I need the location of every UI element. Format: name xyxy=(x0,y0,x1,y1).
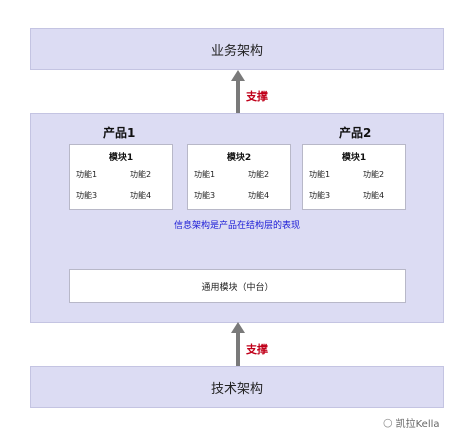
arrow-head xyxy=(231,70,245,81)
function-label: 功能1 xyxy=(194,170,216,179)
support-arrow-up-top xyxy=(231,70,245,113)
function-label: 功能4 xyxy=(130,191,152,200)
support-label-top: 支撑 xyxy=(246,90,268,103)
function-label: 功能3 xyxy=(309,191,331,200)
watermark-text: 凯拉Kella xyxy=(395,419,440,430)
function-label: 功能2 xyxy=(248,170,270,179)
function-label: 功能1 xyxy=(76,170,98,179)
module-title: 模块1 xyxy=(341,153,367,163)
support-label-bottom: 支撑 xyxy=(246,343,268,356)
watermark: ○ 凯拉Kella xyxy=(383,415,440,430)
info-architecture-caption: 信息架构是产品在结构层的表现 xyxy=(173,221,300,231)
module-box: 模块1 功能1 功能2 功能3 功能4 xyxy=(302,144,406,210)
module-title: 模块2 xyxy=(226,153,252,163)
product-1-title: 产品1 xyxy=(103,126,136,140)
support-arrow-up-bottom xyxy=(231,322,245,366)
arrow-head xyxy=(231,322,245,333)
arrow-shaft xyxy=(236,333,240,366)
function-label: 功能1 xyxy=(309,170,331,179)
function-label: 功能3 xyxy=(194,191,216,200)
function-label: 功能4 xyxy=(248,191,270,200)
tech-architecture-label: 技术架构 xyxy=(210,381,263,397)
product-2-title: 产品2 xyxy=(339,126,372,140)
tech-architecture-box: 技术架构 xyxy=(30,366,444,408)
common-module-label: 通用模块（中台） xyxy=(201,282,274,293)
function-label: 功能4 xyxy=(363,191,385,200)
common-module-box: 通用模块（中台） xyxy=(69,269,406,303)
module-title: 模块1 xyxy=(108,153,134,163)
function-label: 功能2 xyxy=(130,170,152,179)
module-box: 模块1 功能1 功能2 功能3 功能4 xyxy=(69,144,173,210)
function-label: 功能3 xyxy=(76,191,98,200)
wechat-icon: ○ xyxy=(383,416,393,429)
function-label: 功能2 xyxy=(363,170,385,179)
business-architecture-box: 业务架构 xyxy=(30,28,444,70)
arrow-shaft xyxy=(236,81,240,113)
module-box: 模块2 功能1 功能2 功能3 功能4 xyxy=(187,144,291,210)
business-architecture-label: 业务架构 xyxy=(210,43,263,59)
